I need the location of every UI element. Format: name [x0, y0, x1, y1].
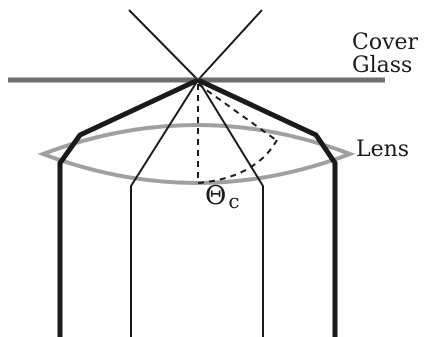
- cover-label-line1: Cover: [352, 30, 419, 55]
- dashed-ray: [197, 83, 277, 141]
- lens-shape: [37, 123, 356, 185]
- lens-label: Lens: [356, 137, 410, 162]
- cover-glass-label: Cover Glass: [352, 31, 418, 77]
- inner-ray-left: [130, 79, 199, 337]
- inner-ray-right: [197, 79, 264, 337]
- objective-outline-right: [196, 77, 338, 337]
- theta-symbol: Θ: [205, 181, 227, 211]
- theta-subscript: c: [228, 189, 240, 213]
- angle-arc: [197, 139, 278, 184]
- cover-label-line2: Glass: [352, 53, 413, 78]
- incident-ray-left: [128, 9, 199, 81]
- objective-outline-left: [57, 77, 200, 337]
- incident-ray-right: [197, 9, 263, 81]
